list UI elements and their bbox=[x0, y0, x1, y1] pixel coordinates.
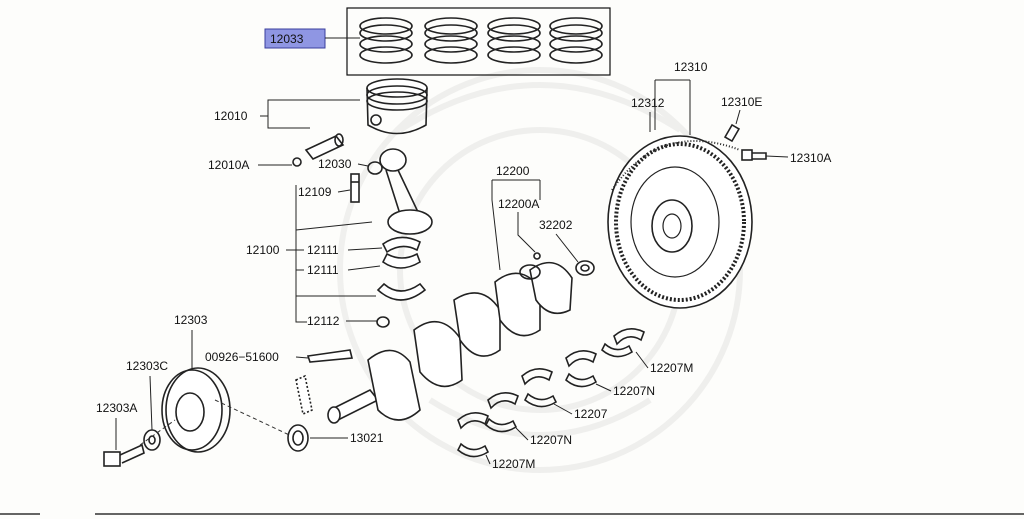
label-12207[interactable]: 12207 bbox=[574, 407, 608, 421]
connecting-rod-bearing-upper[interactable] bbox=[381, 236, 422, 254]
label-12310E[interactable]: 12310E bbox=[721, 95, 762, 109]
crankshaft[interactable] bbox=[327, 261, 573, 424]
label-12207M-top[interactable]: 12207M bbox=[650, 361, 693, 375]
label-12100[interactable]: 12100 bbox=[246, 243, 280, 257]
crankshaft-pin[interactable] bbox=[533, 252, 541, 260]
woodruff-key[interactable] bbox=[306, 349, 354, 363]
label-12200[interactable]: 12200 bbox=[496, 164, 530, 178]
flywheel-ring-gear-teeth bbox=[611, 140, 741, 191]
connecting-rod-bearing-lower[interactable] bbox=[381, 252, 421, 269]
connecting-rod-cap[interactable] bbox=[376, 282, 427, 301]
connecting-rod[interactable] bbox=[379, 148, 433, 235]
connecting-rod-bushing[interactable] bbox=[367, 161, 383, 175]
main-bearing-set[interactable] bbox=[457, 328, 646, 458]
flywheel-dowel-pin[interactable] bbox=[723, 123, 741, 143]
highlighted-part-label[interactable]: 12033 bbox=[264, 28, 326, 49]
label-12109[interactable]: 12109 bbox=[298, 185, 332, 199]
flywheel[interactable] bbox=[607, 135, 753, 309]
connecting-rod-bolt[interactable] bbox=[350, 173, 360, 203]
label-12200A[interactable]: 12200A bbox=[498, 197, 539, 211]
label-12207N-top[interactable]: 12207N bbox=[613, 384, 655, 398]
label-12033[interactable]: 12033 bbox=[270, 32, 304, 46]
crankshaft-pulley[interactable] bbox=[161, 367, 231, 453]
label-32202[interactable]: 32202 bbox=[539, 218, 573, 232]
label-12312[interactable]: 12312 bbox=[631, 96, 665, 110]
label-12303A[interactable]: 12303A bbox=[96, 401, 137, 415]
label-12111-upper[interactable]: 12111 bbox=[307, 243, 339, 257]
label-12303C[interactable]: 12303C bbox=[126, 359, 168, 373]
label-13021[interactable]: 13021 bbox=[350, 431, 384, 445]
crankshaft-pilot-bearing[interactable] bbox=[575, 260, 595, 276]
piston[interactable] bbox=[366, 78, 428, 135]
pulley-bolt[interactable] bbox=[103, 443, 145, 467]
label-12111-lower[interactable]: 12111 bbox=[307, 263, 339, 277]
label-12310[interactable]: 12310 bbox=[674, 60, 708, 74]
label-12030[interactable]: 12030 bbox=[318, 157, 352, 171]
label-00926-51600[interactable]: 00926−51600 bbox=[205, 350, 279, 364]
label-12010A[interactable]: 12010A bbox=[208, 158, 249, 172]
flywheel-bolt[interactable] bbox=[741, 149, 767, 161]
snap-ring[interactable] bbox=[292, 157, 302, 167]
connecting-rod-nut[interactable] bbox=[376, 316, 390, 328]
label-12207N-bottom[interactable]: 12207N bbox=[530, 433, 572, 447]
label-12112[interactable]: 12112 bbox=[307, 314, 340, 328]
label-12207M-bottom[interactable]: 12207M bbox=[492, 457, 535, 471]
label-12010[interactable]: 12010 bbox=[214, 109, 248, 123]
piston-ring-set[interactable] bbox=[346, 7, 611, 76]
label-12310A[interactable]: 12310A bbox=[790, 151, 831, 165]
crankshaft-timing-gear[interactable] bbox=[287, 374, 313, 452]
label-12303[interactable]: 12303 bbox=[174, 313, 208, 327]
piston-pin[interactable] bbox=[304, 133, 345, 160]
